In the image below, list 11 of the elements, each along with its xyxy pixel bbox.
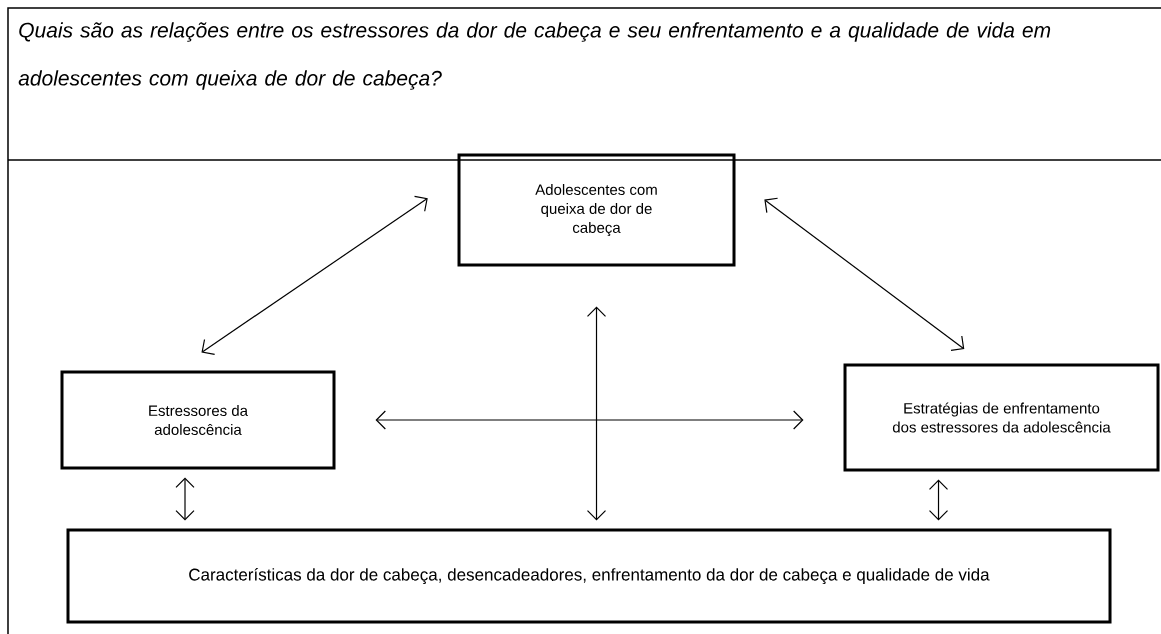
double-arrow: [175, 477, 195, 521]
text-box: Características da dor de cabeça, desencadeadores, enfrentamento da dor de cabeça e qualidade de vida: [66, 528, 1112, 624]
question-text: Quais são as relações entre os estressores da dor de cabeça e seu enfrentamento e a qualidade de vida em adolescentes com queixa de dor de cabeça?: [18, 22, 1051, 90]
text-box: Estressores da adolescência: [60, 370, 336, 470]
double-arrow: [586, 306, 607, 521]
double-arrow: [928, 479, 949, 521]
double-arrow: [764, 197, 965, 352]
text-box: Estratégias de enfrentamento dos estressores da adolescência: [843, 363, 1160, 472]
text-box: Adolescentes com queixa de dor de cabeça: [457, 153, 736, 267]
double-arrow: [201, 195, 428, 355]
double-arrow: [375, 410, 804, 430]
